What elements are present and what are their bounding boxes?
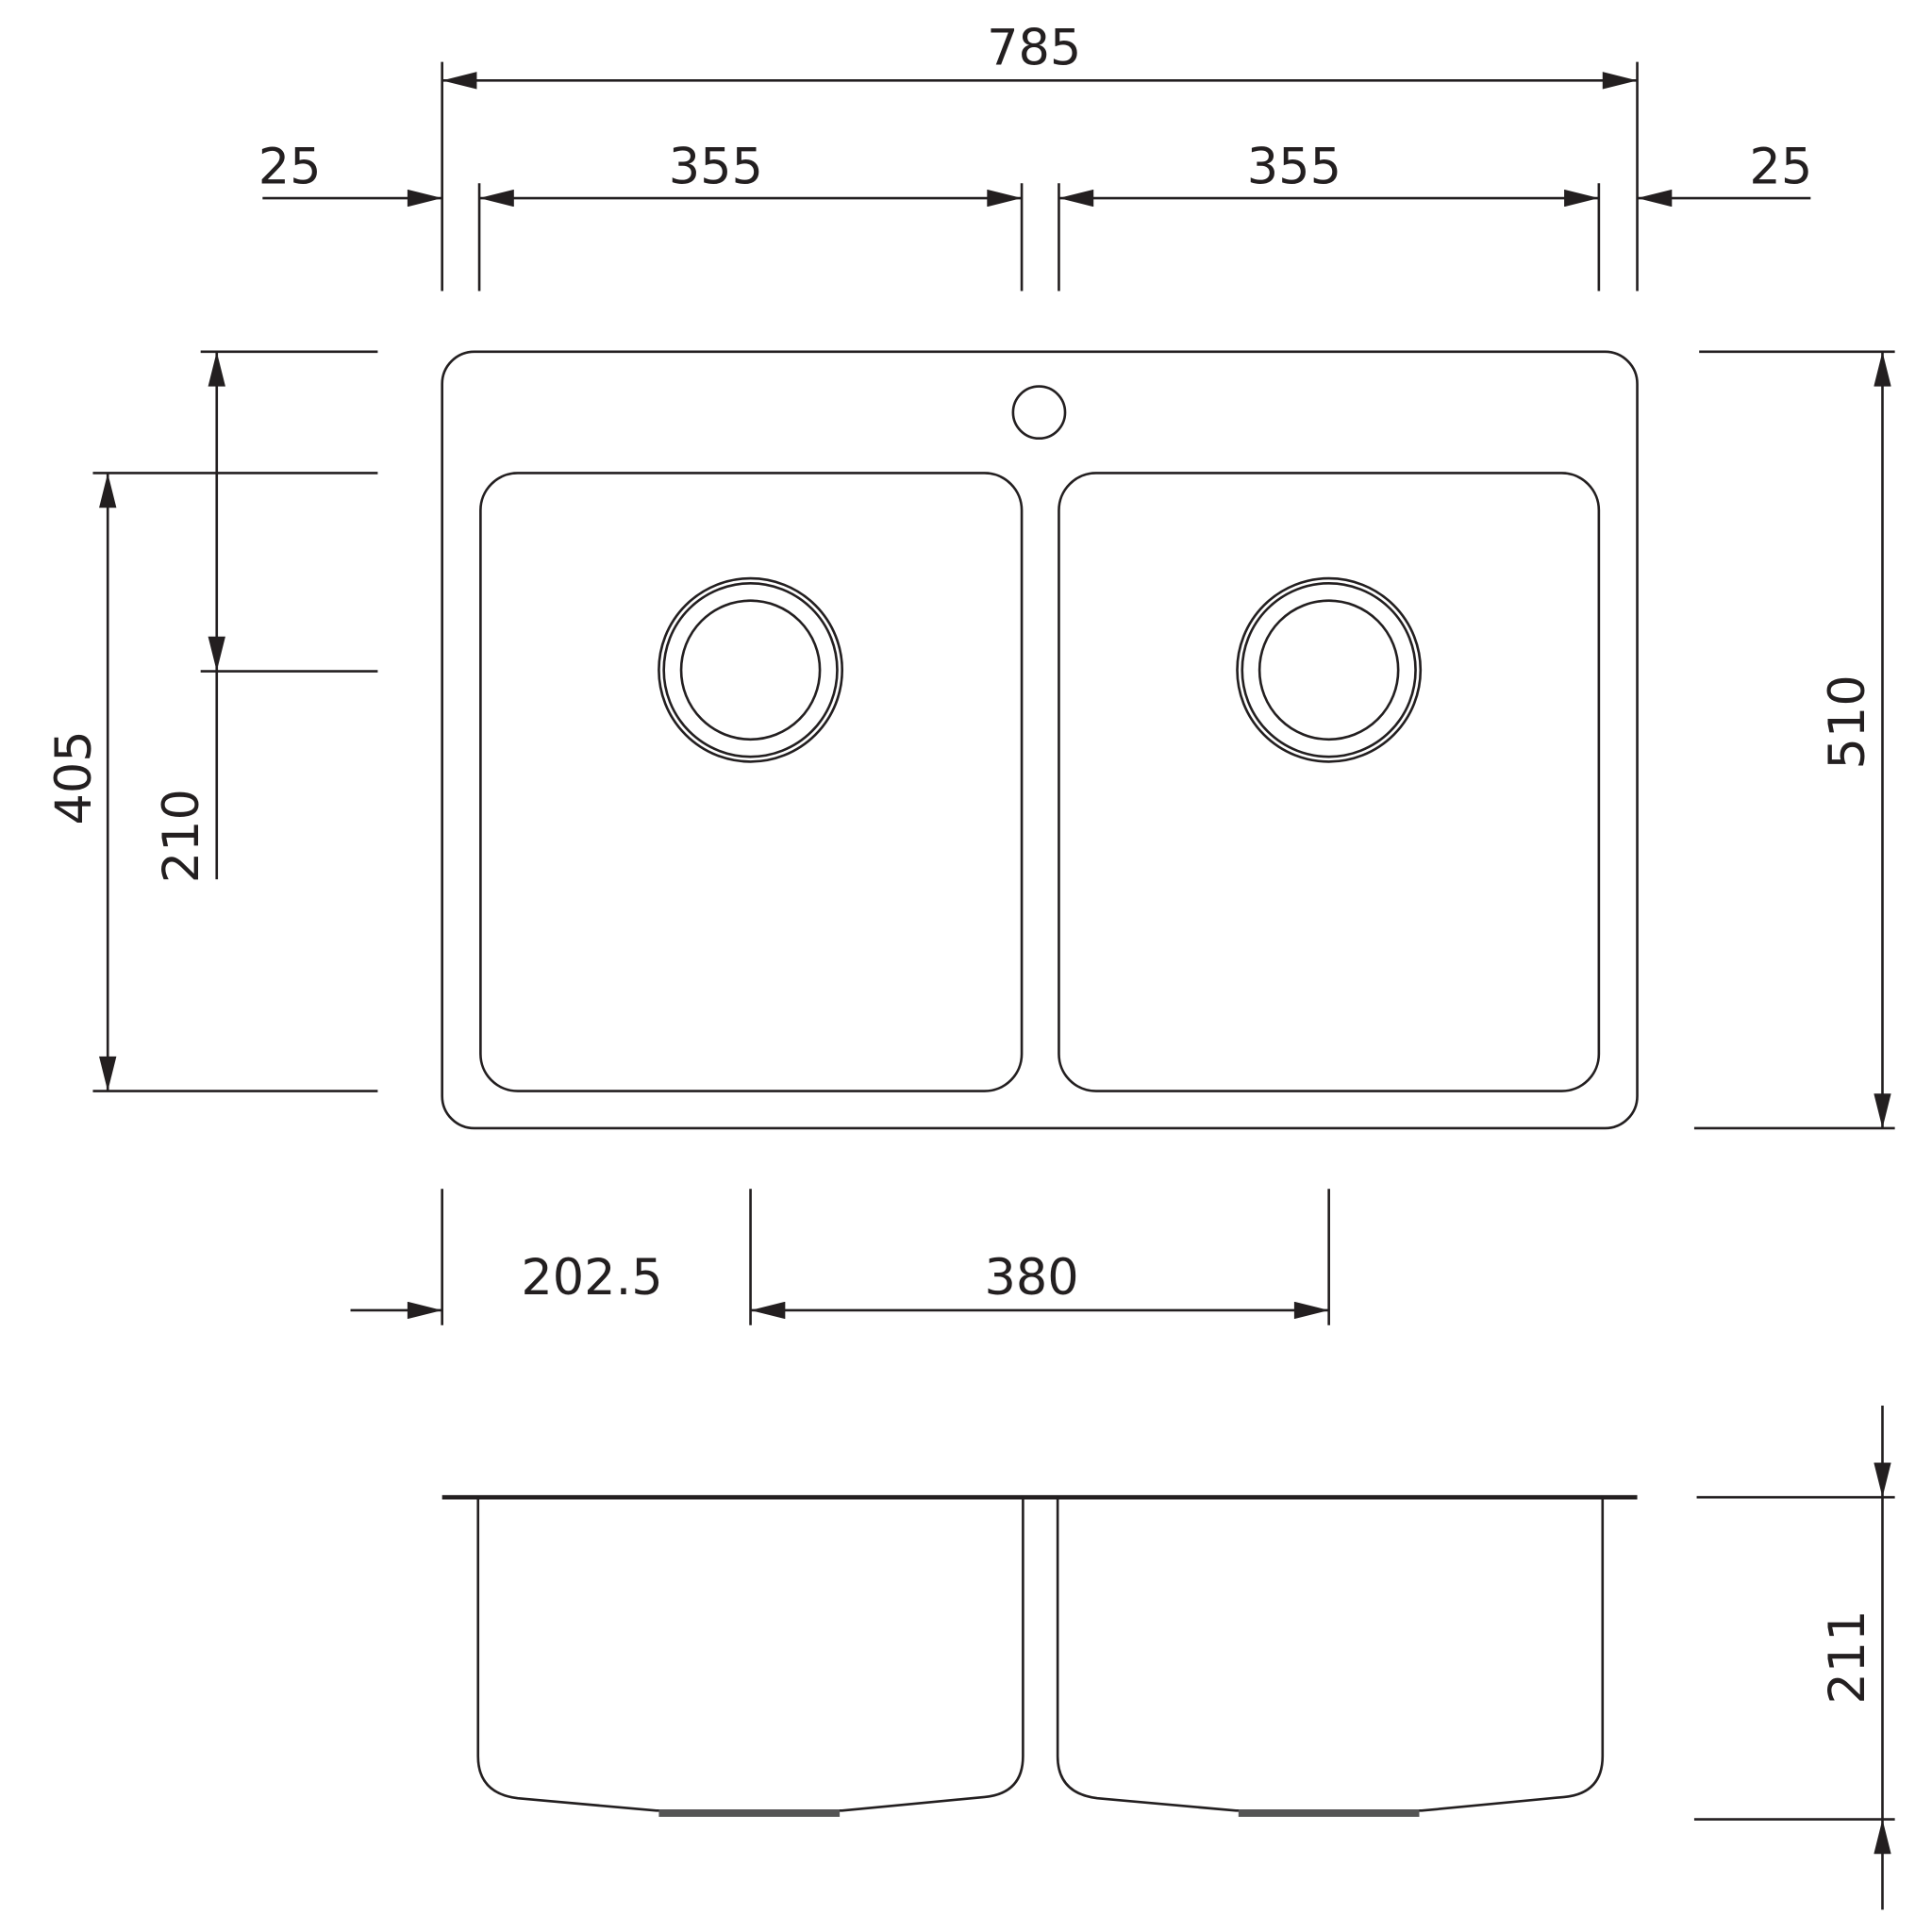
sink-plan-view xyxy=(441,350,1639,1130)
sink-outline xyxy=(441,350,1639,1130)
sink-side-view xyxy=(441,1494,1638,1817)
dim-left-bowl-width: 355 xyxy=(669,138,763,195)
tap-hole xyxy=(1011,385,1067,441)
dim-overall-width: 785 xyxy=(987,19,1081,76)
dim-overall-depth: 510 xyxy=(1819,675,1876,769)
right-bowl xyxy=(1058,472,1601,1092)
dim-right-bowl-width: 355 xyxy=(1247,138,1341,195)
left-drain xyxy=(658,1809,841,1817)
dim-bowl-depth: 211 xyxy=(1819,1609,1876,1704)
right-waste xyxy=(1236,576,1423,763)
depth-extension-lines xyxy=(1693,1495,1895,1821)
dim-waste-spacing: 380 xyxy=(984,1249,1078,1307)
dim-waste-offset: 202.5 xyxy=(521,1249,662,1307)
right-drain xyxy=(1238,1809,1420,1817)
right-extension-lines xyxy=(1693,350,1895,1130)
dim-waste-from-top: 210 xyxy=(153,789,210,883)
right-bowl-profile xyxy=(1056,1497,1605,1812)
dim-left-margin: 25 xyxy=(258,138,322,195)
left-waste xyxy=(658,576,844,763)
left-bowl-profile xyxy=(476,1497,1024,1812)
top-extension-lines xyxy=(441,61,1639,291)
left-bowl xyxy=(479,472,1024,1092)
dim-right-margin: 25 xyxy=(1749,138,1812,195)
dim-bowl-length: 405 xyxy=(45,730,103,824)
left-extension-lines xyxy=(92,350,378,1092)
